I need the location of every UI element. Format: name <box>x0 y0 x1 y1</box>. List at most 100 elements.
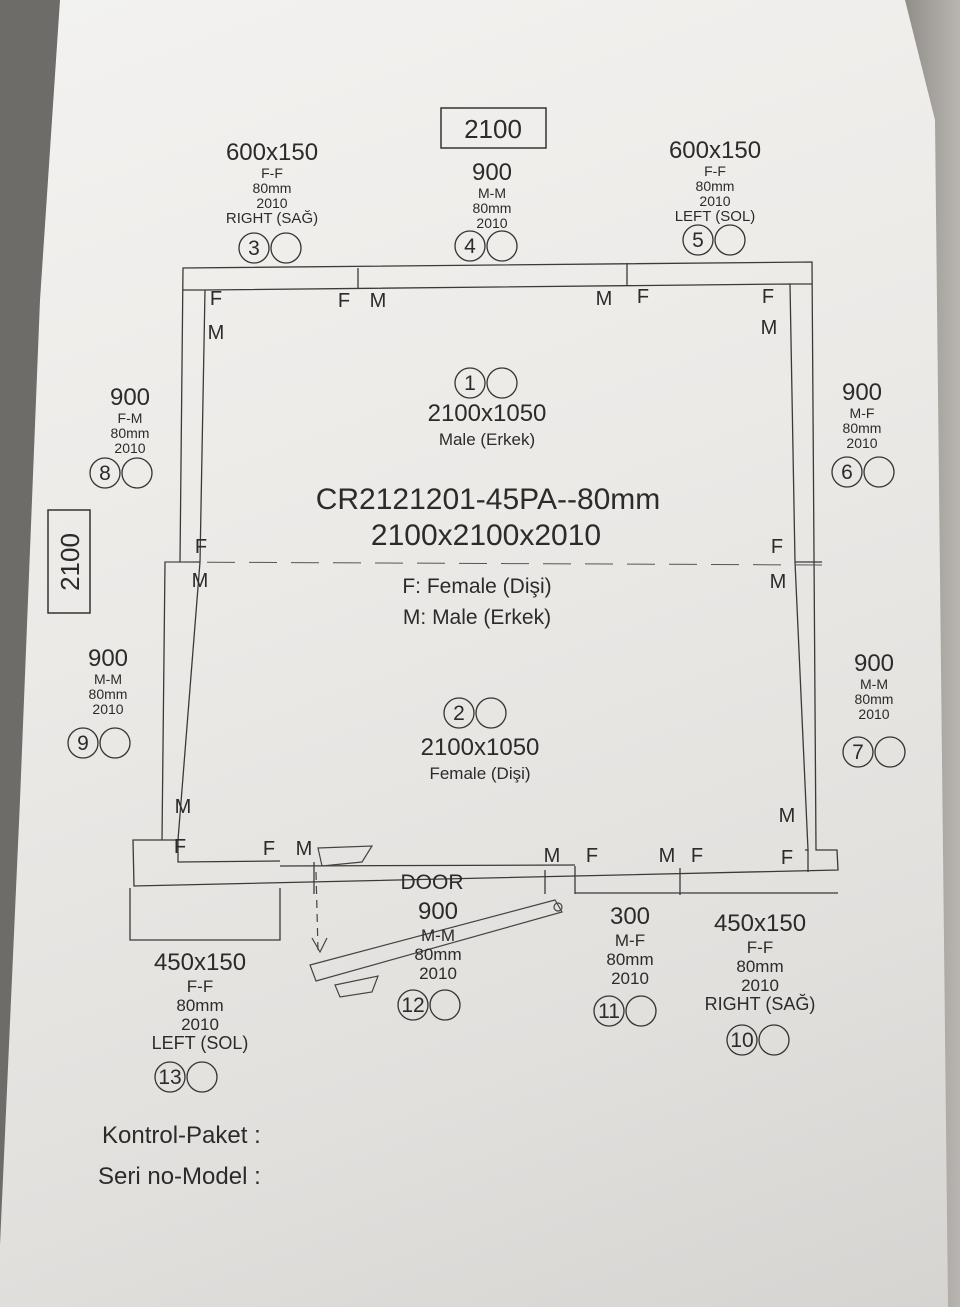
panel-number: 1 <box>464 372 476 395</box>
panel-number: 2 <box>453 702 465 725</box>
depth-box-value: 2100 <box>55 533 85 591</box>
panel-number: 9 <box>77 732 89 755</box>
door-label: DOOR <box>401 871 464 894</box>
panel-number-circle <box>238 232 270 264</box>
female-joint-mark: F <box>586 845 598 867</box>
panel-number-circle <box>154 1061 186 1093</box>
male-joint-mark: M <box>770 571 787 593</box>
floor-panel-size: 2100x1050 <box>428 400 547 427</box>
panel-number: 3 <box>248 237 260 260</box>
female-joint-mark: F <box>771 536 783 558</box>
panel-number-circle <box>593 995 625 1027</box>
panel-number-circle <box>67 727 99 759</box>
panel-number: 4 <box>464 235 476 258</box>
panel-joint: F-M <box>118 410 143 426</box>
panel-thickness: 80mm <box>176 996 223 1015</box>
panel-joint: F-F <box>261 165 283 181</box>
panel-thickness: 80mm <box>473 200 512 216</box>
check-circle <box>186 1061 218 1093</box>
check-circle <box>625 995 657 1027</box>
panel-height: 2010 <box>611 969 649 988</box>
male-joint-mark: M <box>544 845 561 867</box>
panel-joint: M-M <box>421 926 455 945</box>
panel-joint: M-M <box>94 671 122 687</box>
female-joint-mark: F <box>637 286 649 308</box>
panel-number-circle <box>397 989 429 1021</box>
panel-number-circle <box>842 736 874 768</box>
floor-divider <box>164 561 823 566</box>
panel-side: RIGHT (SAĞ) <box>705 993 816 1014</box>
male-joint-mark: M <box>596 288 613 310</box>
panel-size: 900 <box>418 898 458 925</box>
panel-number: 8 <box>99 462 111 485</box>
check-circle <box>863 456 895 488</box>
panel-thickness: 80mm <box>111 425 150 441</box>
panel-number-circle <box>454 367 486 399</box>
female-joint-mark: F <box>691 845 703 867</box>
model-code: CR2121201-45PA--80mm <box>316 483 661 516</box>
check-circle <box>874 736 906 768</box>
panel-size: 450x150 <box>714 910 806 937</box>
width-box <box>440 107 547 149</box>
male-joint-mark: M <box>175 796 192 818</box>
width-box-value: 2100 <box>464 114 522 144</box>
check-circle <box>475 697 507 729</box>
female-joint-mark: F <box>174 836 186 858</box>
panel-number: 5 <box>692 229 704 252</box>
panel-number: 13 <box>158 1066 181 1089</box>
check-circle <box>121 457 153 489</box>
female-joint-mark: F <box>762 286 774 308</box>
panel-height: 2010 <box>419 964 457 983</box>
panel-size: 450x150 <box>154 949 246 976</box>
panel-height: 2010 <box>846 435 877 451</box>
panel-joint: M-M <box>478 185 506 201</box>
female-joint-mark: F <box>210 288 222 310</box>
panel-number-circle <box>454 230 486 262</box>
check-circle <box>486 230 518 262</box>
panel-thickness: 80mm <box>696 178 735 194</box>
male-joint-mark: M <box>296 838 313 860</box>
male-joint-mark: M <box>761 317 778 339</box>
legend-male: M: Male (Erkek) <box>403 606 551 629</box>
check-circle <box>429 989 461 1021</box>
door-swing <box>309 845 563 998</box>
panel-height: 2010 <box>858 706 889 722</box>
panel-number: 11 <box>598 1000 620 1023</box>
panel-joint: F-F <box>187 977 213 996</box>
serial-model-label: Seri no-Model : <box>98 1163 261 1190</box>
room-outline <box>129 261 839 941</box>
floor-panel-type: Male (Erkek) <box>439 430 535 449</box>
female-joint-mark: F <box>781 847 793 869</box>
check-circle <box>486 367 518 399</box>
panel-height: 2010 <box>741 976 779 995</box>
panel-joint: M-M <box>860 676 888 692</box>
panel-thickness: 80mm <box>736 957 783 976</box>
panel-thickness: 80mm <box>253 180 292 196</box>
panel-height: 2010 <box>699 193 730 209</box>
panel-number-circle <box>726 1024 758 1056</box>
check-circle <box>714 224 746 256</box>
panel-thickness: 80mm <box>606 950 653 969</box>
check-circle <box>99 727 131 759</box>
panel-size: 300 <box>610 903 650 930</box>
panel-number-circle <box>831 456 863 488</box>
panel-thickness: 80mm <box>414 945 461 964</box>
control-package-label: Kontrol-Paket : <box>102 1122 261 1149</box>
female-joint-mark: F <box>263 838 275 860</box>
panel-thickness: 80mm <box>843 420 882 436</box>
panel-thickness: 80mm <box>855 691 894 707</box>
legend-female: F: Female (Dişi) <box>402 575 551 598</box>
male-joint-mark: M <box>208 322 225 344</box>
